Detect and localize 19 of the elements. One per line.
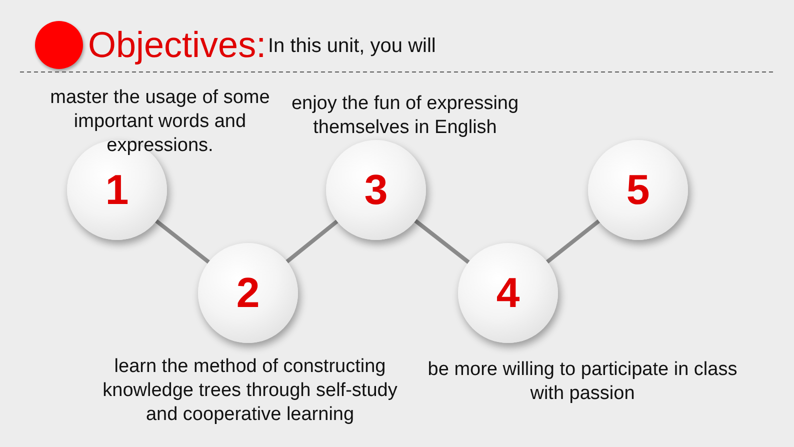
subtitle: In this unit, you will — [268, 35, 436, 58]
step-number: 5 — [626, 166, 650, 214]
number-circle — [458, 243, 558, 343]
connector-line — [414, 219, 470, 264]
connector-line — [155, 219, 210, 264]
step-number: 1 — [105, 166, 129, 214]
number-circle — [326, 140, 426, 240]
objective-text: master the usage of some important words and expressions. — [50, 86, 270, 158]
objective-text: be more willing to participate in class with passion — [426, 358, 738, 406]
title: Objectives: — [88, 24, 266, 66]
step-number: 4 — [496, 269, 520, 317]
number-circle — [198, 243, 298, 343]
objective-text: learn the method of constructing knowledge trees through self-study and cooperative learning — [102, 355, 398, 427]
connector-line — [546, 219, 600, 264]
number-circle — [588, 140, 688, 240]
step-number: 2 — [236, 269, 260, 317]
objective-text: enjoy the fun of expressing themselves in English — [290, 92, 520, 140]
connector-line — [286, 220, 338, 264]
step-number: 3 — [364, 166, 388, 214]
